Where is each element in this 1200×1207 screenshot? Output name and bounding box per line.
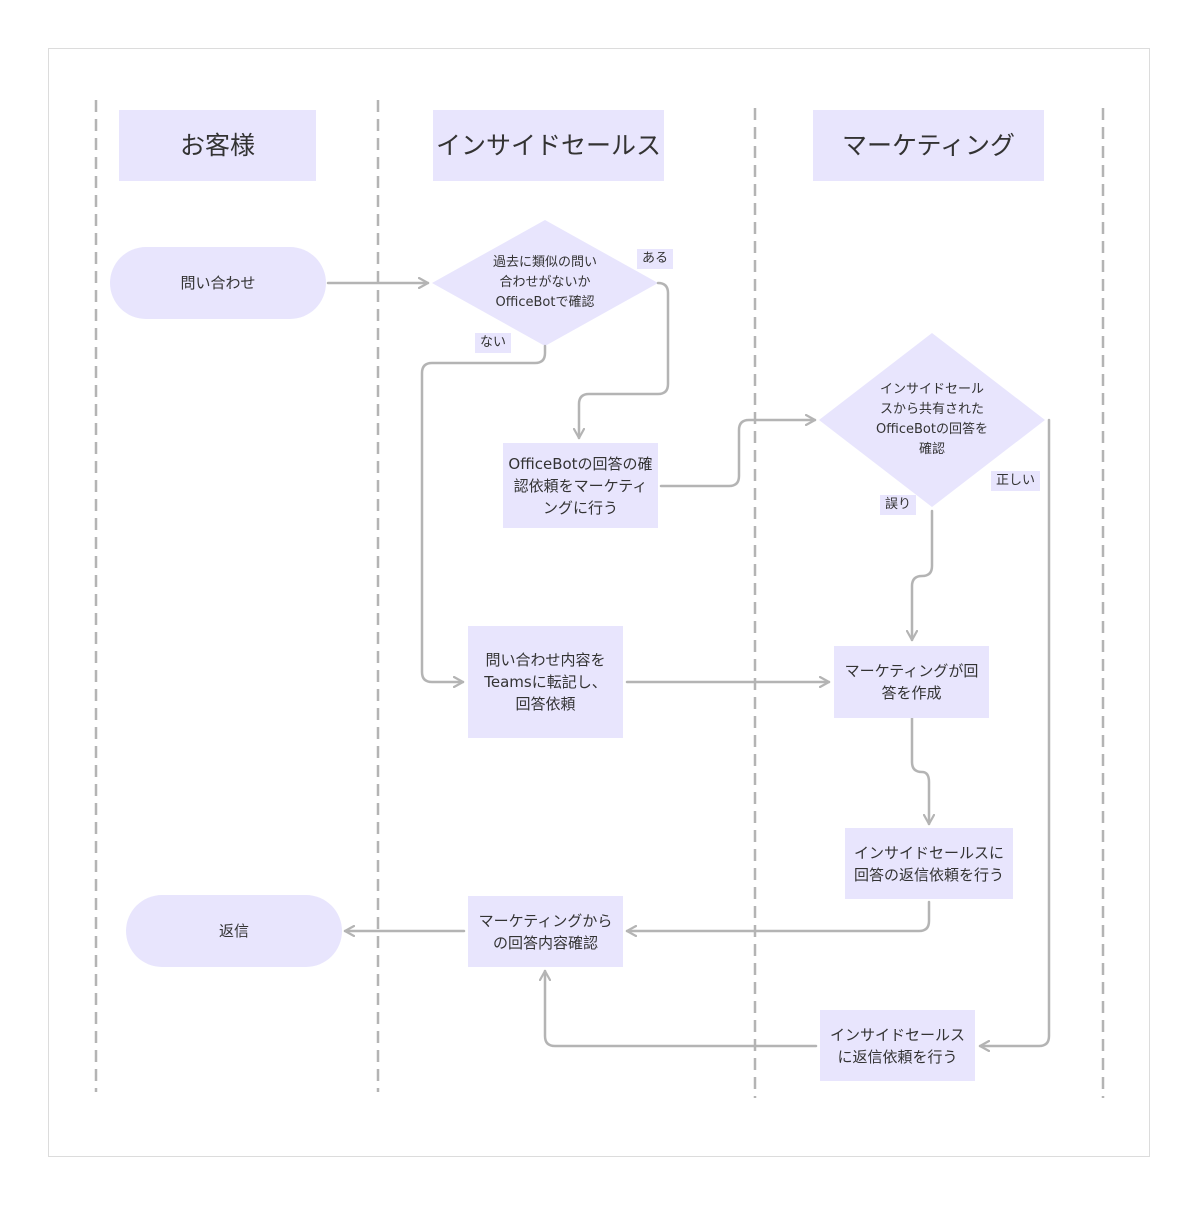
lane-header-marketing: マーケティング xyxy=(813,110,1044,181)
edge-label-correct: 正しい xyxy=(991,471,1041,491)
edge-request-to-marketing-check xyxy=(659,420,817,488)
edge-create-to-request-reply xyxy=(910,716,929,826)
start-node-inquiry: 問い合わせ xyxy=(110,247,326,319)
process-request-reply: インサイドセールス に返信依頼を行う xyxy=(820,1010,975,1081)
edge-label-wrong: 誤り xyxy=(880,495,917,515)
end-node-reply: 返信 xyxy=(126,895,342,967)
edge-check-no xyxy=(420,344,547,682)
decision-text-officebot: 過去に類似の問い 合わせがないか OfficeBotで確認 xyxy=(492,255,597,310)
diagram-frame xyxy=(48,48,1150,1157)
process-confirm-answer: マーケティングから の回答内容確認 xyxy=(468,896,623,967)
edge-label-yes: ある xyxy=(637,249,674,269)
edge-request-reply-to-confirm-2 xyxy=(545,969,818,1048)
decision-diamond-marketing-check xyxy=(819,333,1045,507)
edge-label-no: ない xyxy=(475,333,512,353)
edge-check-yes xyxy=(579,281,670,440)
process-post-teams: 問い合わせ内容を Teamsに転記し、 回答依頼 xyxy=(468,626,623,738)
lane-header-customer: お客様 xyxy=(119,110,316,181)
edge-marketing-check-wrong xyxy=(912,509,934,642)
edge-request-reply-to-confirm xyxy=(625,900,931,931)
decision-text-marketing-check: インサイドセール スから共有された OfficeBotの回答を 確認 xyxy=(876,382,988,457)
process-request-marketing-check: OfficeBotの回答の確 認依頼をマーケティ ングに行う xyxy=(503,443,658,528)
lane-header-inside-sales: インサイドセールス xyxy=(433,110,664,181)
edge-marketing-check-correct xyxy=(978,418,1051,1046)
process-marketing-create-answer: マーケティングが回 答を作成 xyxy=(834,646,989,718)
decision-diamond-officebot xyxy=(432,220,658,346)
process-request-reply-with-answer: インサイドセールスに 回答の返信依頼を行う xyxy=(845,828,1013,899)
